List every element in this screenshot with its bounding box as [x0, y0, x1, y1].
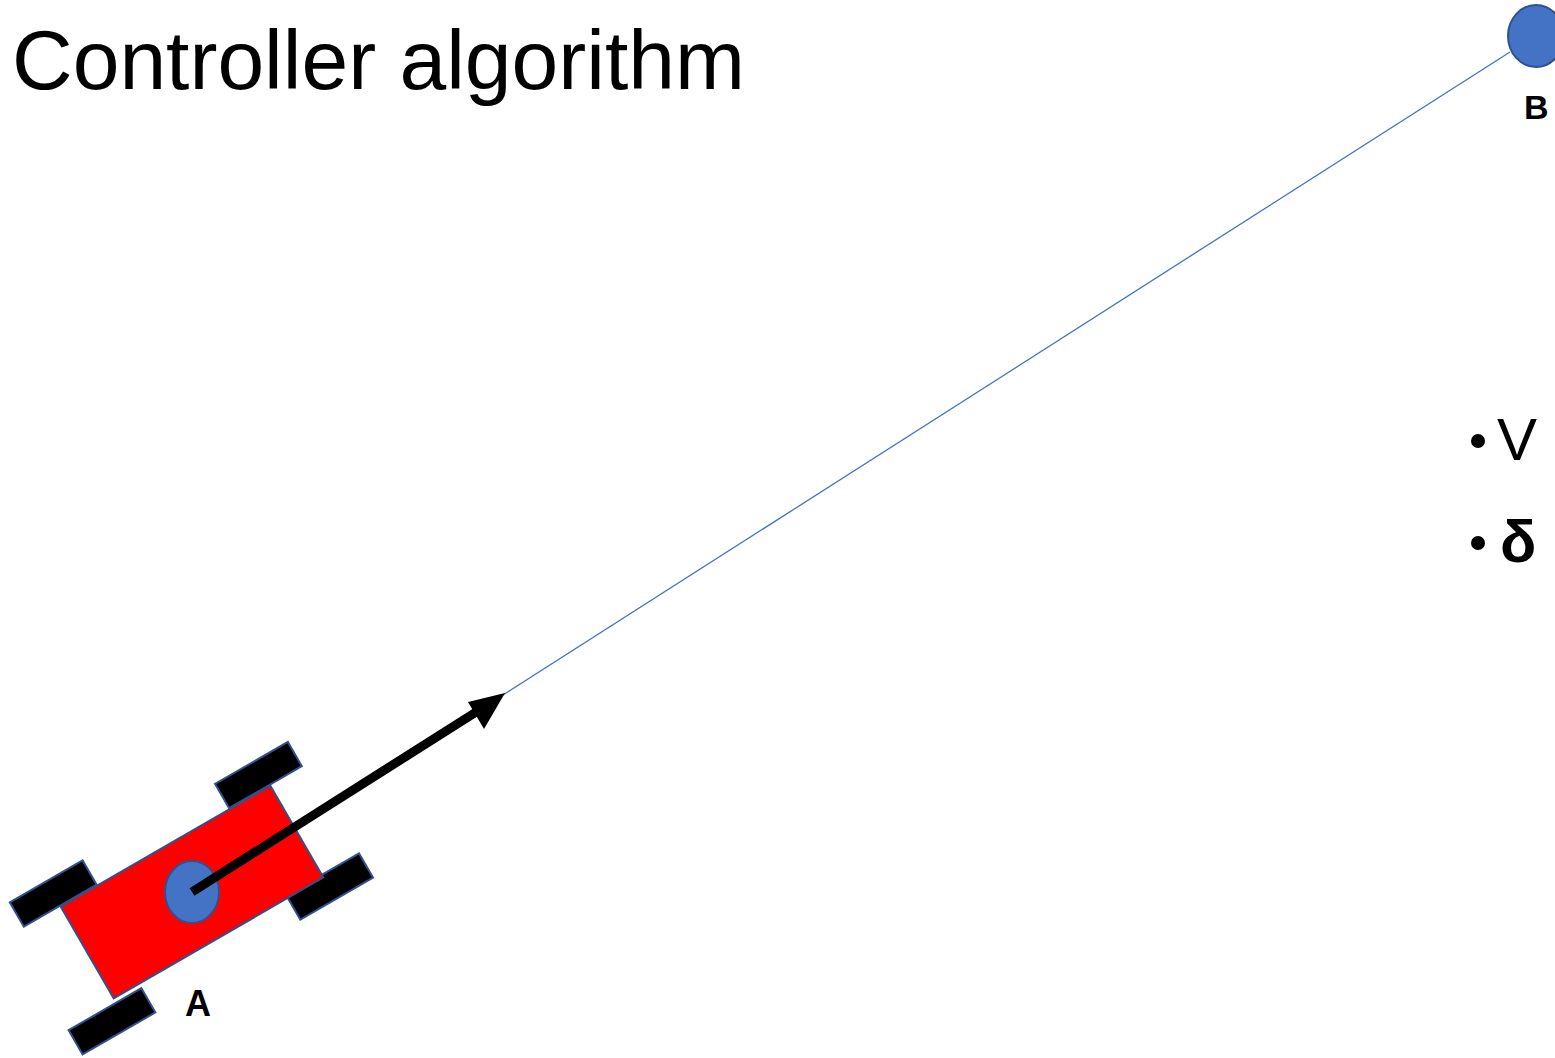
- point-label: B: [1524, 90, 1549, 124]
- point-label: A: [185, 986, 211, 1022]
- guide-line: [503, 52, 1510, 695]
- heading-arrow: [192, 707, 484, 892]
- variable-label: δ: [1500, 512, 1536, 572]
- car-body: [0, 739, 377, 1054]
- bullet: [1471, 536, 1485, 550]
- variable-label: V: [1497, 410, 1537, 470]
- bullet: [1471, 434, 1485, 448]
- arrow-head: [468, 693, 505, 729]
- target-point: [1508, 5, 1555, 67]
- slide-title: Controller algorithm: [12, 18, 745, 102]
